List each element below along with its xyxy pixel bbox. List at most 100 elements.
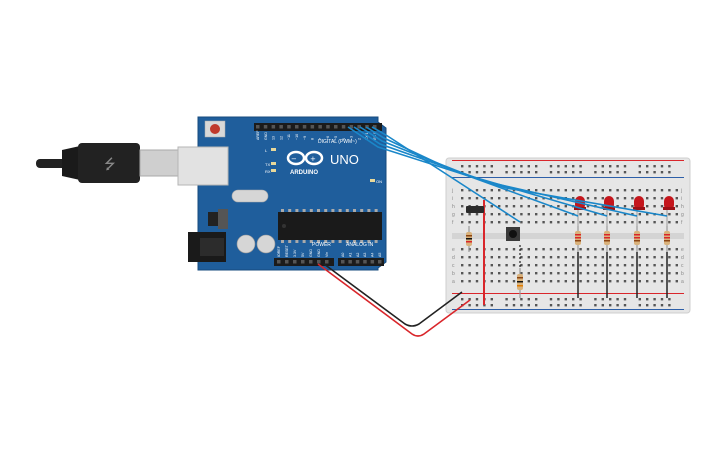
rail-hole [623, 298, 627, 301]
header-socket[interactable] [302, 125, 307, 129]
row-letter: h [452, 204, 455, 210]
breadboard-hole [475, 213, 479, 216]
breadboard-hole [498, 280, 501, 283]
breadboard-hole [461, 280, 464, 283]
rail-hole [512, 165, 516, 168]
header-socket[interactable] [318, 125, 322, 129]
breadboard-hole [542, 205, 545, 208]
ground-wire[interactable] [323, 263, 463, 327]
breadboard-hole [609, 280, 612, 283]
breadboard-hole [527, 264, 530, 267]
led-3[interactable] [633, 196, 645, 226]
breadboard-hole [653, 189, 656, 192]
header-socket[interactable] [348, 260, 352, 264]
header-socket[interactable] [295, 125, 299, 129]
header-socket[interactable] [287, 125, 291, 129]
breadboard-hole [653, 280, 656, 283]
row-letter: a [452, 279, 455, 285]
power-wire-5v[interactable] [317, 263, 471, 337]
rail-hole [668, 171, 671, 174]
led-4[interactable] [663, 196, 675, 226]
header-socket[interactable] [271, 125, 276, 129]
row-letter: g [452, 212, 455, 218]
breadboard-hole [646, 205, 649, 208]
header-socket[interactable] [334, 125, 338, 129]
header-socket[interactable] [325, 260, 329, 264]
breadboard-hole [623, 221, 627, 224]
power-wires [317, 263, 471, 337]
chip-pin [374, 240, 378, 243]
pulldown-resistor[interactable] [517, 268, 523, 298]
rail-hole [475, 165, 479, 168]
breadboard-hole [631, 221, 634, 224]
breadboard-hole [490, 197, 493, 200]
row-letters-left: j i h g f e d c b a [451, 188, 455, 285]
header-socket[interactable] [363, 260, 367, 264]
pin-label: A0 [341, 253, 345, 257]
header-socket[interactable] [370, 260, 375, 264]
signal-wire-led-1[interactable] [365, 126, 579, 217]
breadboard-hole [660, 280, 664, 283]
pushbutton-cap[interactable] [509, 230, 517, 238]
breadboard-hole [505, 280, 508, 283]
signal-wire-led-2[interactable] [359, 126, 608, 217]
signal-wire-led-4[interactable] [347, 126, 668, 217]
led-resistor-3[interactable] [634, 226, 640, 252]
header-socket[interactable] [293, 260, 297, 264]
led-indicator-rx [271, 169, 276, 172]
signal-wire-button[interactable] [371, 126, 521, 223]
breadboard-hole [675, 221, 678, 224]
header-socket[interactable] [263, 125, 268, 129]
header-socket[interactable] [285, 260, 289, 264]
board-name: UNO [330, 152, 359, 167]
usb-cable[interactable]: ⭍ [36, 143, 181, 183]
breadboard-hole [675, 256, 678, 259]
breadboard-hole [579, 280, 582, 283]
chip-pin [302, 240, 306, 243]
header-socket[interactable] [310, 125, 315, 129]
header-socket[interactable] [341, 260, 345, 264]
chip-pin [295, 209, 299, 212]
breadboard-hole [675, 248, 678, 251]
chip-pin [295, 240, 299, 243]
pin-label: GND [264, 132, 268, 140]
header-socket[interactable] [317, 260, 321, 264]
row-letter: f [452, 220, 454, 226]
header-socket[interactable] [279, 125, 283, 129]
breadboard-hole [601, 197, 604, 200]
rail-hole [527, 298, 530, 301]
header-socket[interactable] [309, 260, 313, 264]
rail-hole [638, 171, 641, 174]
header-socket[interactable] [326, 125, 330, 129]
header-socket[interactable] [357, 125, 361, 129]
header-socket[interactable] [355, 260, 360, 264]
pushbutton[interactable] [506, 227, 520, 241]
breadboard-hole [616, 256, 619, 259]
pin-label: GND [317, 249, 321, 257]
button-resistor[interactable] [466, 226, 472, 252]
header-socket[interactable] [341, 125, 346, 129]
signal-wire-led-3[interactable] [353, 126, 638, 217]
led-resistor-2[interactable] [604, 226, 610, 252]
black-jumper[interactable] [466, 206, 484, 213]
header-socket[interactable] [378, 260, 382, 264]
rail-hole [475, 171, 479, 174]
breadboard-hole [535, 197, 538, 200]
header-socket[interactable] [256, 125, 260, 129]
reset-button[interactable] [210, 124, 220, 134]
header-socket[interactable] [301, 260, 305, 264]
resistor-band [466, 238, 472, 240]
header-socket[interactable] [277, 260, 281, 264]
header-socket[interactable] [349, 125, 354, 129]
header-socket[interactable] [373, 125, 377, 129]
breadboard-hole [520, 256, 523, 259]
resistor-band [604, 237, 610, 239]
chip-pin [345, 240, 349, 243]
chip-pin [367, 240, 371, 243]
chip-pin [288, 240, 292, 243]
rail-hole [505, 298, 508, 301]
led-resistor-1[interactable] [575, 226, 581, 252]
rail-hole [520, 165, 523, 168]
led-resistor-4[interactable] [664, 226, 670, 252]
